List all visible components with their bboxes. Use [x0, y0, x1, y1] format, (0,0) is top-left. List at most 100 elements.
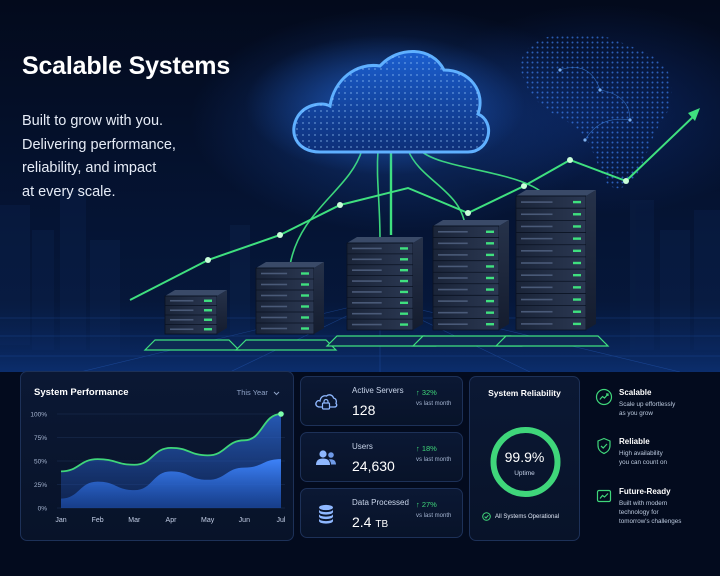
hero-title: Scalable Systems [22, 52, 231, 80]
server-top [516, 190, 596, 196]
server-led [301, 327, 309, 330]
server-led [301, 305, 309, 308]
hero-subtitle-line: Delivering performance, [22, 136, 176, 153]
users-icon [311, 443, 341, 473]
server-led [573, 273, 581, 277]
uptime-caption: Uptime [514, 470, 535, 477]
server-side [217, 290, 227, 334]
server-led [573, 322, 581, 326]
shield-check-icon [597, 437, 611, 455]
x-tick-label: Apr [166, 517, 178, 524]
hero-subtitle-line: at every scale. [22, 183, 116, 200]
hero-subtitle-line: Built to grow with you. [22, 113, 164, 129]
server-led [486, 265, 494, 268]
server-base [143, 339, 241, 351]
server-top [347, 237, 423, 243]
stat-change: ↑ 27% [416, 500, 437, 509]
server-base [494, 335, 610, 347]
stat-value-number: 24,630 [352, 458, 395, 474]
feature-description-line: Scale up effortlessly [619, 401, 676, 408]
reliability-title: System Reliability [488, 388, 561, 398]
stat-value-unit: TB [375, 519, 389, 530]
server-led [573, 286, 581, 289]
server-led [486, 299, 494, 303]
hero-illustration [0, 33, 720, 372]
stat-value: 128 [352, 402, 375, 418]
stat-change-label: vs last month [416, 457, 452, 463]
uptime-gauge [490, 427, 561, 497]
feature-description: Built with modern technology for tomorro… [619, 499, 715, 526]
chart-box-icon [596, 489, 612, 503]
server-led [301, 294, 309, 297]
feature-description-line: as you grow [619, 410, 653, 417]
server-side [314, 262, 324, 334]
server-led [573, 225, 581, 228]
stat-value: 2.4 TB [352, 514, 388, 530]
server-led [573, 237, 581, 240]
x-tick-label: Feb [92, 517, 104, 524]
y-tick-label: 100% [30, 412, 47, 419]
x-tick-label: May [201, 517, 215, 524]
server-led [400, 323, 408, 326]
server-led [486, 253, 494, 257]
performance-title: System Performance [34, 387, 129, 398]
hero-banner: Scalable Systems Built to grow with you.… [0, 0, 720, 372]
server-lock-icon [311, 387, 341, 417]
system-status-text: All Systems Operational [495, 513, 560, 520]
server-led [486, 323, 494, 326]
server-led [301, 316, 309, 319]
series-line-upper [60, 413, 282, 473]
stat-value: 24,630 [352, 458, 395, 474]
stat-change: ↑ 32% [416, 388, 437, 397]
server-led [204, 309, 212, 312]
stat-change-label: vs last month [416, 401, 452, 407]
series-area-lower [61, 459, 281, 508]
server-led [301, 272, 309, 275]
feature-description: High availability you can count on [619, 449, 715, 467]
y-tick-label: 75% [34, 435, 47, 442]
server-led [400, 290, 408, 294]
database-icon [311, 499, 341, 529]
stat-label: Users [352, 442, 373, 451]
performance-card: System Performance This Year 100%75%50%2… [20, 371, 294, 541]
feature-description-line: High availability [619, 450, 663, 457]
server-led [486, 230, 494, 233]
server-top [433, 220, 509, 226]
x-tick-label: Jul [277, 517, 286, 524]
server-top [165, 290, 227, 296]
server-side [586, 190, 596, 330]
uptime-gauge-arc [490, 427, 561, 497]
server-led [573, 213, 581, 216]
feature-title: Reliable [619, 437, 650, 446]
feature-description-line: technology for [619, 509, 659, 516]
stat-card-users: Users 24,630 ↑ 18% vs last month [300, 432, 463, 482]
server-led [400, 301, 408, 305]
server-side [413, 237, 423, 330]
server-led [400, 247, 408, 250]
period-dropdown-label: This Year [236, 388, 268, 397]
check-circle-icon [482, 512, 491, 521]
hero-subtitle: Built to grow with you. Delivering perfo… [22, 110, 232, 204]
system-status: All Systems Operational [482, 512, 559, 521]
period-dropdown[interactable]: This Year [237, 388, 280, 397]
series-end-point [278, 411, 284, 417]
stat-card-data-processed: Data Processed 2.4 TB ↑ 27% vs last mont… [300, 488, 463, 538]
feature-title: Future-Ready [619, 487, 671, 496]
server-top [256, 262, 324, 268]
server-led [486, 288, 494, 291]
stat-label: Data Processed [352, 498, 409, 507]
feature-description-line: you can count on [619, 459, 667, 466]
server-led [400, 312, 408, 315]
server-led [573, 200, 581, 204]
trend-badge-icon [595, 388, 613, 406]
feature-description-line: tomorrow's challenges [619, 518, 682, 525]
server-led [573, 261, 581, 265]
y-tick-label: 25% [34, 482, 47, 489]
server-led [573, 298, 581, 301]
chevron-down-icon [273, 391, 280, 395]
x-tick-label: Jun [239, 517, 250, 524]
reliability-card: System Reliability 99.9% Uptime All Syst… [469, 376, 580, 541]
server-led [400, 268, 408, 272]
server-led [573, 310, 581, 313]
